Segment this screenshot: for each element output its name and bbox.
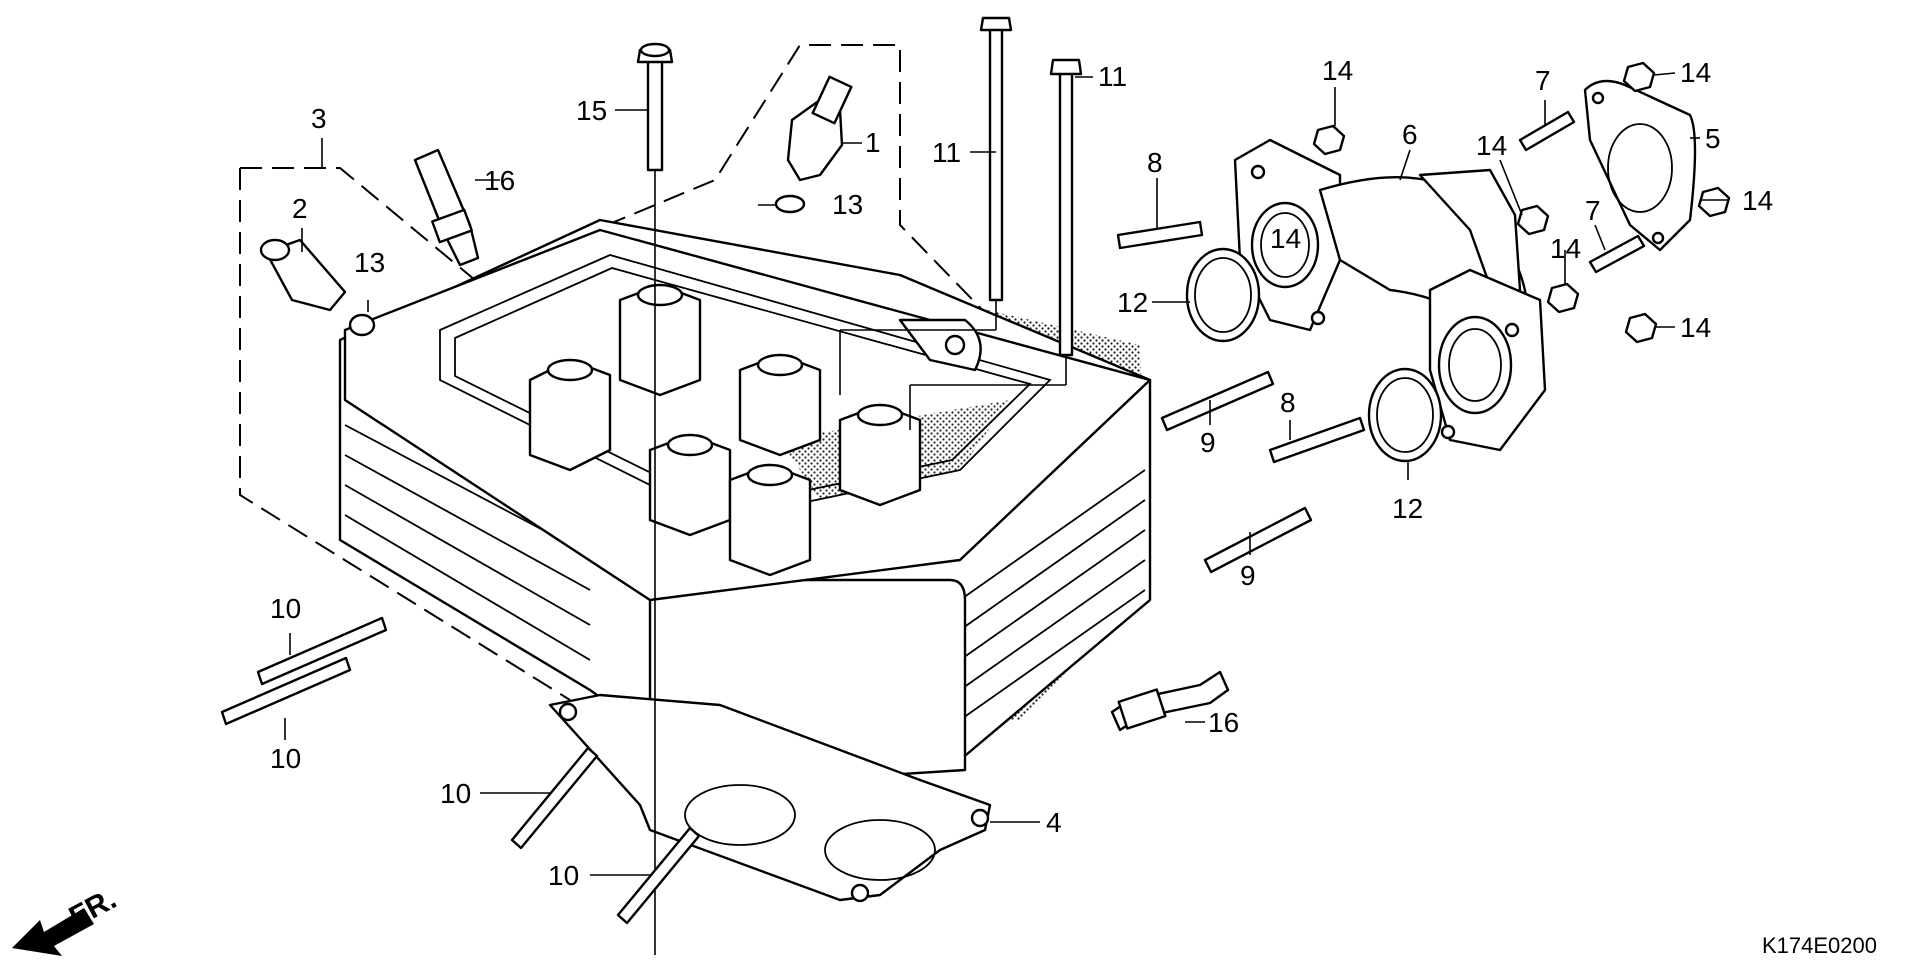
callout-7a: 7 (1535, 65, 1551, 96)
callout-15: 15 (576, 95, 607, 126)
callout-13b: 13 (354, 247, 385, 278)
callout-16a: 16 (484, 165, 515, 196)
callout-14a: 14 (1322, 55, 1353, 86)
callout-2: 2 (292, 193, 308, 224)
callout-16b: 16 (1208, 707, 1239, 738)
callout-14f: 14 (1680, 312, 1711, 343)
callout-5: 5 (1705, 123, 1721, 154)
callout-14b: 14 (1680, 57, 1711, 88)
callout-10d: 10 (548, 860, 579, 891)
callout-12a: 12 (1117, 287, 1148, 318)
insulator-plate (1583, 79, 1697, 252)
callout-11b: 11 (932, 137, 961, 168)
cylinder-head (338, 218, 1152, 903)
fasteners (220, 16, 1731, 955)
callout-12b: 12 (1392, 493, 1423, 524)
callout-8a: 8 (1147, 147, 1163, 178)
callout-13a: 13 (832, 189, 863, 220)
o-ring-gaskets (1185, 247, 1443, 463)
leader-lines (284, 72, 1729, 876)
callout-9b: 9 (1240, 560, 1256, 591)
callout-14e: 14 (1550, 233, 1581, 264)
callout-10c: 10 (440, 778, 471, 809)
diagram-code: K174E0200 (1762, 933, 1877, 958)
callout-14c: 14 (1742, 185, 1773, 216)
callout-11a: 11 (1098, 61, 1127, 92)
callout-1: 1 (865, 127, 881, 158)
front-direction-indicator: FR. (12, 882, 122, 956)
callout-8b: 8 (1280, 387, 1296, 418)
front-arrow-icon (12, 908, 94, 956)
callout-9a: 9 (1200, 427, 1216, 458)
callout-3: 3 (311, 103, 327, 134)
callout-14d: 14 (1476, 130, 1507, 161)
callout-6: 6 (1402, 119, 1418, 150)
callout-7b: 7 (1585, 195, 1601, 226)
callout-10a: 10 (270, 593, 301, 624)
callouts: 1 2 3 4 5 6 7 7 8 8 9 9 10 10 10 10 11 1… (270, 55, 1773, 891)
callout-10b: 10 (270, 743, 301, 774)
callout-14g: 14 (1270, 223, 1301, 254)
intake-manifold (1233, 138, 1547, 452)
callout-4: 4 (1046, 807, 1062, 838)
